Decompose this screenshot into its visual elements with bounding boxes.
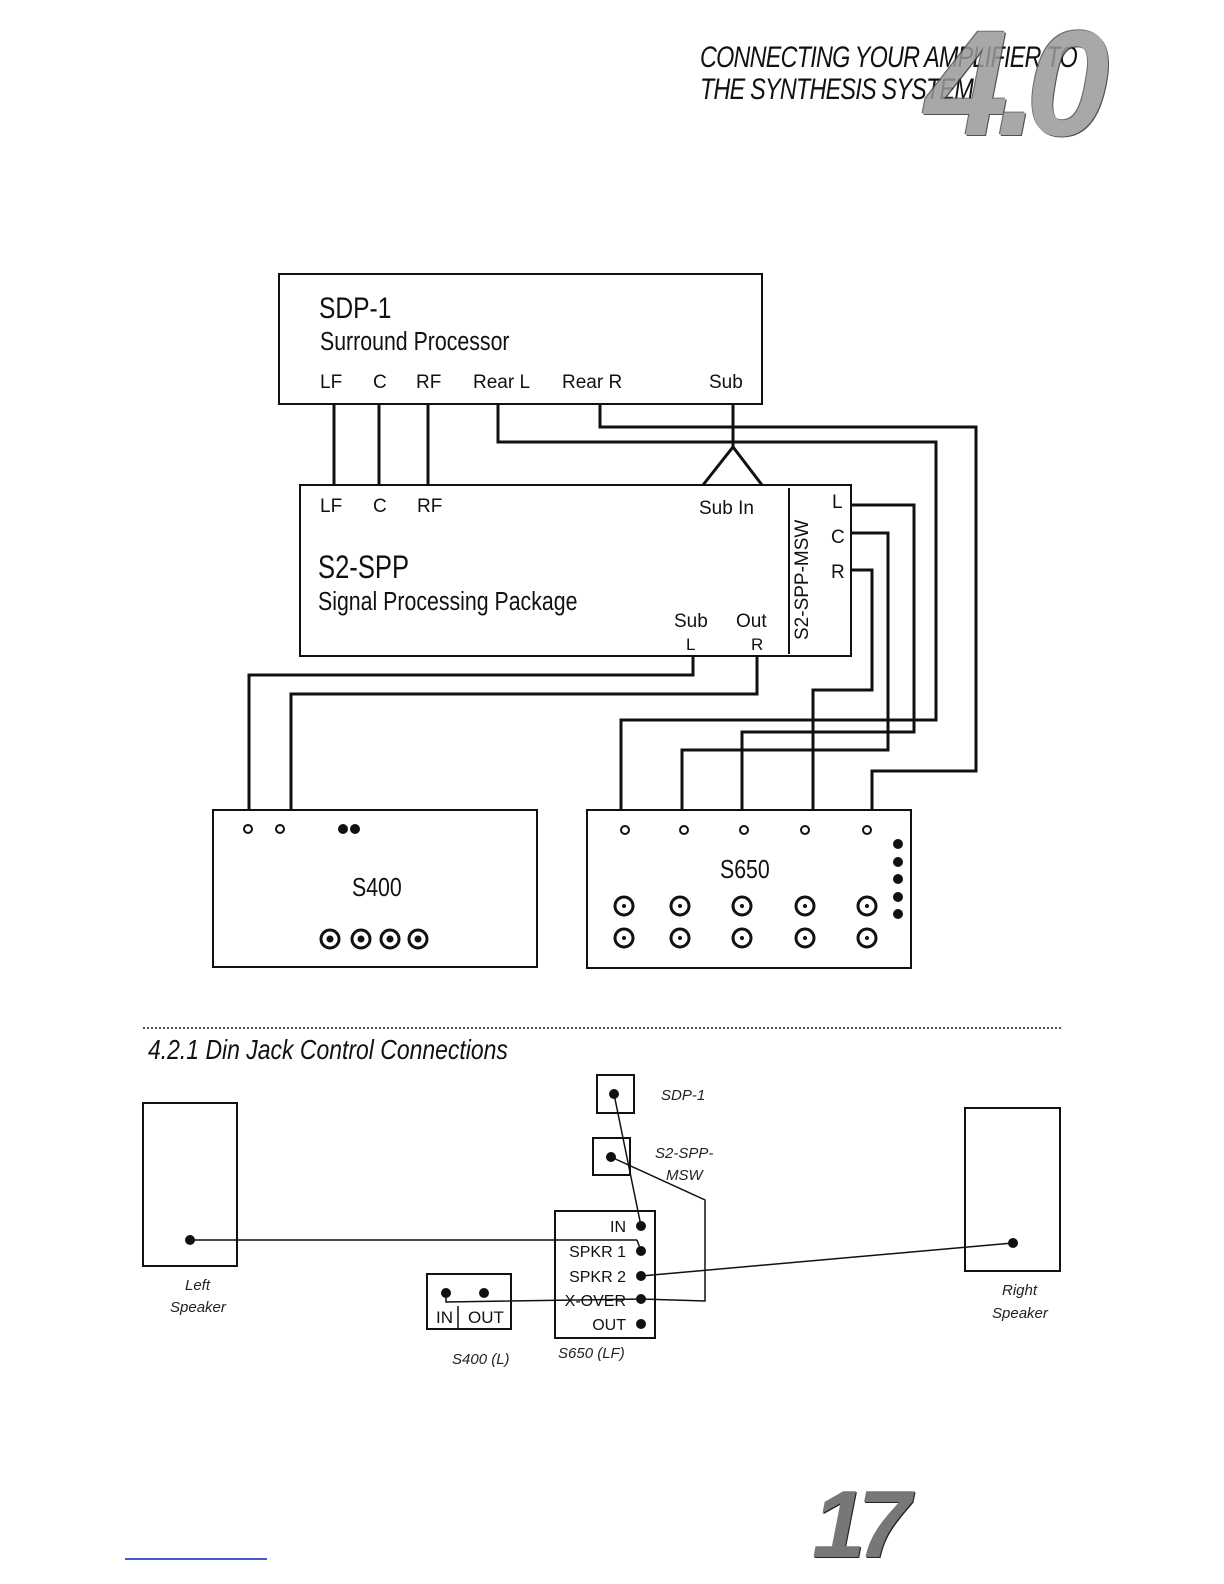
footer-rule <box>125 1558 267 1560</box>
s650-caption: S650 (LF) <box>558 1345 625 1362</box>
msw-out-c: C <box>831 527 845 548</box>
header-title-line1: CONNECTING YOUR AMPLIFIER TO <box>700 41 1078 74</box>
sdp1-din-label: SDP-1 <box>661 1087 705 1104</box>
s650-din-jacks <box>893 839 903 919</box>
sdp1-out-rf: RF <box>416 372 441 393</box>
s2spp-out: Out <box>736 611 767 632</box>
left-speaker-box <box>142 1102 238 1267</box>
s650-port-xover: X-OVER <box>565 1293 626 1310</box>
s400-port-out: OUT <box>468 1308 504 1327</box>
s650-port-out: OUT <box>592 1317 626 1334</box>
s400-din-jacks <box>338 824 360 834</box>
msw-din-label-2: MSW <box>666 1167 705 1184</box>
header-title-line2: THE SYNTHESIS SYSTEM <box>700 73 974 106</box>
s400-box <box>212 809 538 968</box>
s2spp-out-r: R <box>751 635 763 654</box>
page-header: CONNECTING YOUR AMPLIFIER TO THE SYNTHES… <box>700 42 1120 172</box>
s2spp-out-l: L <box>686 635 695 654</box>
wiring <box>247 404 978 810</box>
s400-port-in: IN <box>436 1308 453 1327</box>
msw-din-label-1: S2-SPP- <box>655 1145 713 1162</box>
right-speaker-label-2: Speaker <box>992 1305 1049 1322</box>
msw-label: S2-SPP-MSW <box>792 520 813 640</box>
s400-name: S400 <box>352 873 402 903</box>
s2spp-subtitle: Signal Processing Package <box>318 587 577 617</box>
s2spp-in-lf: LF <box>320 496 342 517</box>
s2spp-sub-in: Sub In <box>699 498 754 519</box>
s650-terminal-centers <box>622 904 869 940</box>
header-title: CONNECTING YOUR AMPLIFIER TO THE SYNTHES… <box>700 41 1078 106</box>
msw-din-box <box>592 1137 631 1176</box>
left-speaker-label-2: Speaker <box>170 1299 227 1316</box>
s400-rca-jacks <box>243 824 285 834</box>
sdp1-box <box>278 273 763 405</box>
section-divider <box>143 1027 1061 1029</box>
msw-out-l: L <box>832 492 843 513</box>
din-wiring <box>190 1093 1014 1303</box>
sdp1-out-rear-r: Rear R <box>562 372 622 393</box>
s400-caption: S400 (L) <box>452 1351 510 1368</box>
left-speaker-label-1: Left <box>185 1277 211 1294</box>
sdp1-name: SDP-1 <box>319 291 391 325</box>
sdp1-out-sub: Sub <box>709 372 743 393</box>
msw-out-r: R <box>831 562 845 583</box>
s400-speaker-terminals <box>319 928 429 950</box>
section-title: 4.2.1 Din Jack Control Connections <box>148 1034 508 1065</box>
s650-rca-jacks <box>620 825 872 835</box>
s650-speaker-terminals <box>613 895 878 949</box>
right-speaker-label-1: Right <box>1002 1282 1038 1299</box>
s2spp-sub-out: Sub <box>674 611 708 632</box>
s650-box <box>586 809 912 969</box>
right-speaker-box <box>964 1107 1061 1272</box>
sdp1-din-box <box>596 1074 635 1114</box>
s2spp-name: S2-SPP <box>318 550 409 585</box>
s650-name: S650 <box>720 855 770 885</box>
s650-port-spkr1: SPKR 1 <box>569 1244 626 1261</box>
sdp1-subtitle: Surround Processor <box>320 327 510 357</box>
s650-port-in: IN <box>610 1219 626 1236</box>
page-number: 17 <box>812 1471 911 1578</box>
s2spp-in-c: C <box>373 496 387 517</box>
s650-port-spkr2: SPKR 2 <box>569 1269 626 1286</box>
chapter-number: 4.0 <box>925 0 1109 167</box>
sdp1-out-c: C <box>373 372 387 393</box>
sdp1-out-rear-l: Rear L <box>473 372 530 393</box>
s2spp-in-rf: RF <box>417 496 442 517</box>
sdp1-out-lf: LF <box>320 372 342 393</box>
